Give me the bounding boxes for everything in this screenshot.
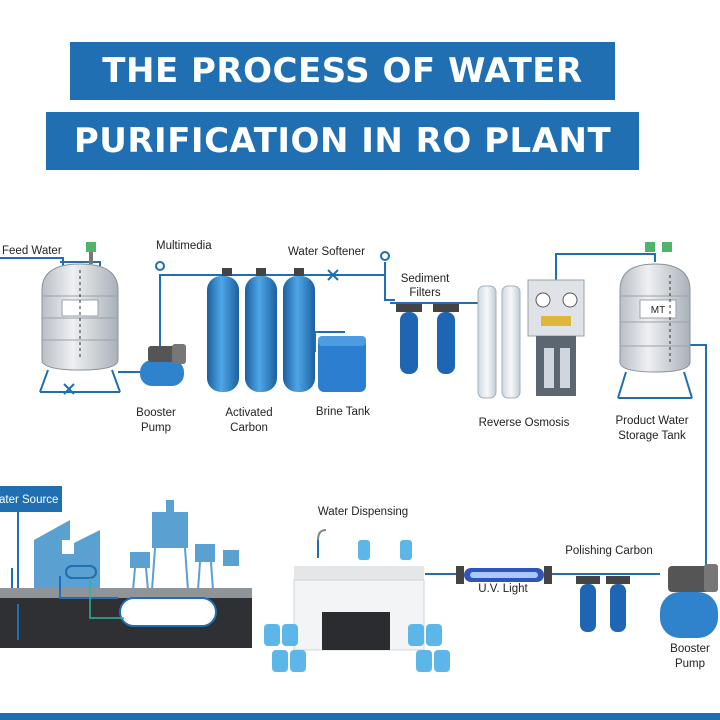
uv-light-label: U.V. Light <box>478 583 528 595</box>
booster-pump-top-label-1: Booster <box>136 407 176 419</box>
brine-tank-label: Brine Tank <box>316 406 370 418</box>
title-line-1: THE PROCESS OF WATER <box>70 42 615 100</box>
feed-water-tank <box>39 242 121 395</box>
booster-pump-bottom <box>660 564 718 638</box>
product-water-tank: MT <box>617 242 693 399</box>
title-line-2: PURIFICATION IN RO PLANT <box>46 112 639 170</box>
valve-icon <box>380 251 390 261</box>
polishing-carbon-label: Polishing Carbon <box>565 545 653 557</box>
water-dispensing-label: Water Dispensing <box>318 506 408 518</box>
uv-light <box>456 566 552 584</box>
brine-tank <box>314 331 366 392</box>
polishing-carbon-filters <box>576 576 630 632</box>
diagram-labels: Feed Water Multimedia Water Softener Sed… <box>2 240 710 670</box>
booster-pump-bottom-label-1: Booster <box>670 643 710 655</box>
product-water-label-2: Storage Tank <box>618 430 686 442</box>
water-source-label: ater Source <box>0 494 58 506</box>
booster-pump-bottom-label-2: Pump <box>675 658 705 670</box>
water-dispensing-station <box>293 529 425 651</box>
product-water-label-1: Product Water <box>615 415 688 427</box>
activated-carbon-label-1: Activated <box>225 407 272 419</box>
softener-valve-icon <box>327 269 339 281</box>
sediment-filters <box>396 304 459 374</box>
reverse-osmosis-unit <box>477 279 585 399</box>
bottom-accent-bar <box>0 713 720 720</box>
booster-pump-top-label-2: Pump <box>141 422 171 434</box>
activated-carbon-label-2: Carbon <box>230 422 268 434</box>
multimedia-label: Multimedia <box>156 240 212 252</box>
tank-tag-label: MT <box>651 305 665 316</box>
booster-pump-top <box>140 344 186 386</box>
sediment-label-1: Sediment <box>401 273 450 285</box>
reverse-osmosis-label: Reverse Osmosis <box>479 417 570 429</box>
water-source-plant: ater Source <box>0 486 252 648</box>
water-softener-label: Water Softener <box>288 246 365 258</box>
feed-water-label: Feed Water <box>2 245 62 257</box>
sediment-label-2: Filters <box>409 287 441 299</box>
multimedia-vessels <box>207 268 315 392</box>
water-bottles <box>264 624 450 672</box>
valve-icon <box>155 261 165 271</box>
